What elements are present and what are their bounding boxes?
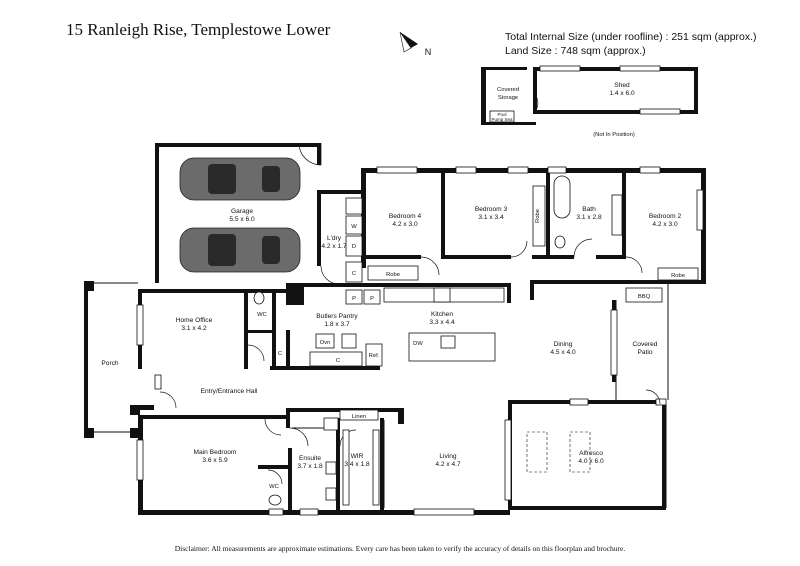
bbq-label: BBQ — [638, 294, 651, 300]
living-size: 4.2 x 4.7 — [435, 461, 461, 468]
wir-size: 3.4 x 1.8 — [344, 461, 370, 468]
main-bedroom-size: 3.6 x 5.9 — [202, 457, 228, 464]
butlers-pantry-size: 1.8 x 3.7 — [324, 321, 350, 328]
kitchen-label: Kitchen — [431, 311, 453, 318]
windows — [136, 166, 704, 516]
property-address: 15 Ranleigh Rise, Templestowe Lower — [66, 20, 331, 39]
cupboard-label: C — [278, 351, 282, 357]
covered-storage-label-2: Storage — [498, 95, 518, 101]
bath-label: Bath — [582, 206, 596, 213]
outbuildings: Covered Storage Pool Pump Sea Shed 1.4 x… — [481, 65, 698, 138]
ensuite-size: 3.7 x 1.8 — [297, 463, 323, 470]
bedroom3-robe-label: Robe — [535, 209, 541, 223]
butlers-pantry-label: Butlers Pantry — [316, 313, 358, 320]
pantry-p2-label: P — [370, 296, 374, 302]
north-compass-icon: N — [399, 31, 432, 57]
shed-label: Shed — [614, 82, 630, 89]
disclaimer: Disclaimer: All measurements are approxi… — [174, 544, 626, 553]
dryer-label: D — [352, 244, 356, 250]
garage-label: Garage — [231, 208, 253, 215]
wir-label: WIR — [351, 453, 364, 460]
garage-size: 5.5 x 6.0 — [229, 216, 255, 223]
alfresco-label: Alfresco — [579, 450, 603, 457]
wc-label: WC — [257, 312, 267, 318]
kitchen-size: 3.3 x 4.4 — [429, 319, 455, 326]
shed-size: 1.4 x 6.0 — [609, 90, 635, 97]
total-internal-size: Total Internal Size (under roofline) : 2… — [505, 31, 757, 43]
ensuite-label: Ensuite — [299, 455, 321, 462]
bedroom2-size: 4.2 x 3.0 — [652, 221, 678, 228]
living-label: Living — [439, 453, 457, 460]
not-in-position-note: (Not In Position) — [593, 132, 635, 138]
oven-label: Ovn — [320, 340, 331, 346]
pantry-cupboard-label: C — [336, 358, 340, 364]
laundry-label: L'dry — [327, 235, 342, 242]
alfresco-size: 4.0 x 6.0 — [578, 458, 604, 465]
covered-patio-label-2: Patio — [637, 349, 652, 356]
dining-size: 4.5 x 4.0 — [550, 349, 576, 356]
laundry-size: 4.2 x 1.7 — [321, 243, 347, 250]
bedroom2-robe-label: Robe — [671, 273, 685, 279]
home-office-size: 3.1 x 4.2 — [181, 325, 207, 332]
porch-label: Porch — [101, 360, 119, 367]
home-office-label: Home Office — [176, 317, 213, 324]
pool-pump-label-2: Pump Sea — [491, 117, 513, 122]
main-wc-label: WC — [269, 484, 279, 490]
bedroom4-size: 4.2 x 3.0 — [392, 221, 418, 228]
linen-label: Linen — [352, 414, 366, 420]
land-size: Land Size : 748 sqm (approx.) — [505, 45, 646, 57]
bedroom4-robe-label: Robe — [386, 272, 400, 278]
main-bedroom-label: Main Bedroom — [194, 449, 237, 456]
bath-size: 3.1 x 2.8 — [576, 214, 602, 221]
bedroom2-label: Bedroom 2 — [649, 213, 682, 220]
dining-label: Dining — [554, 341, 573, 348]
pantry-p1-label: P — [352, 296, 356, 302]
entry-hall-label: Entry/Entrance Hall — [201, 388, 258, 395]
car-top-icon — [179, 227, 301, 273]
pool-pump-label-1: Pool — [497, 112, 506, 117]
covered-storage-label-1: Covered — [497, 87, 519, 93]
fridge-label: Ref. — [369, 353, 380, 359]
laundry-cupboard-label: C — [352, 271, 356, 277]
dishwasher-label: DW — [413, 341, 423, 347]
bedroom4-label: Bedroom 4 — [389, 213, 422, 220]
car-top-icon — [179, 157, 301, 201]
size-summary: Total Internal Size (under roofline) : 2… — [505, 30, 757, 58]
room-labels: Garage 5.5 x 6.0 L'dry 4.2 x 1.7 Bedroom… — [101, 206, 681, 470]
covered-patio-label-1: Covered — [633, 341, 658, 348]
bedroom3-label: Bedroom 3 — [475, 206, 508, 213]
fixtures: W D C Robe Robe Robe WC C P P Ovn C Ref.… — [253, 175, 699, 506]
compass-north-label: N — [425, 47, 432, 57]
bedroom3-size: 3.1 x 3.4 — [478, 214, 504, 221]
washer-label: W — [351, 224, 357, 230]
